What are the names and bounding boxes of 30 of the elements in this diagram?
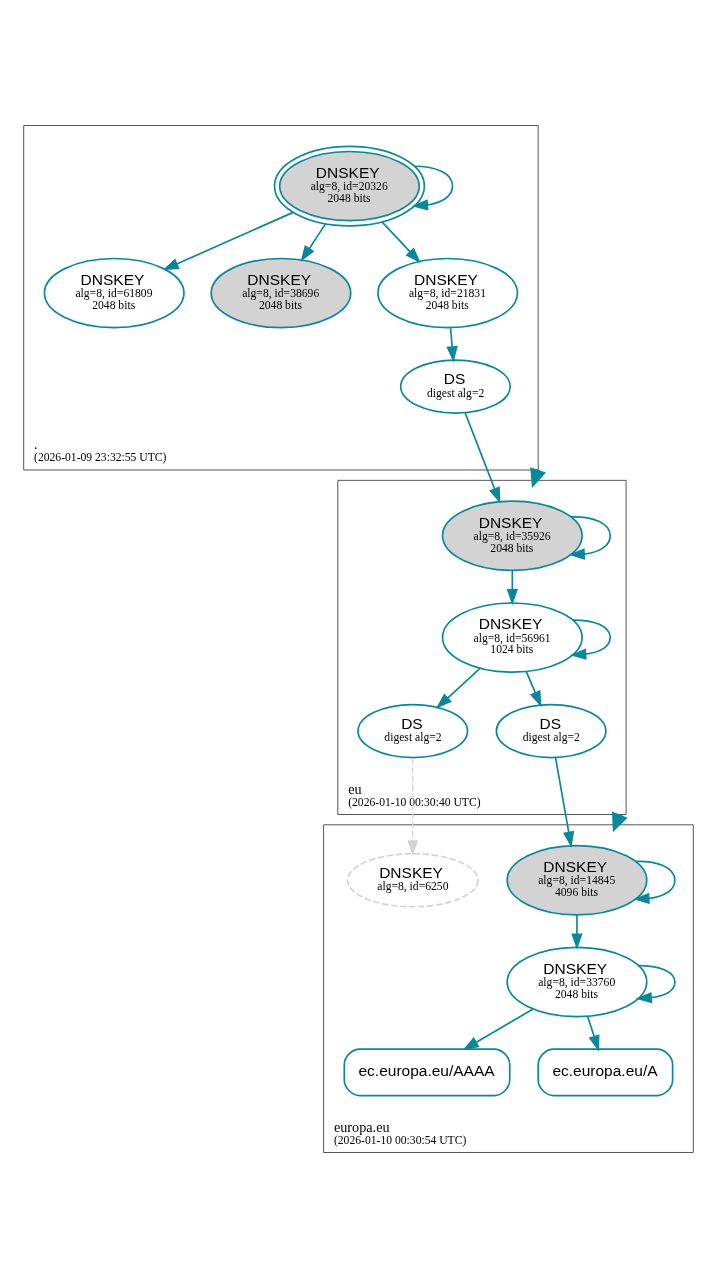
node-ellipse: DS digest alg=2 — [357, 703, 469, 759]
node-ellipse: DNSKEY alg=8, id=33760 2048 bits — [506, 946, 648, 1018]
arrow — [568, 516, 612, 560]
arrow — [462, 1008, 534, 1051]
arrow — [554, 756, 575, 848]
arrow — [570, 619, 612, 660]
node-box: ec.europa.eu/A — [537, 1048, 674, 1097]
arrow — [571, 914, 583, 950]
node-ellipse: DNSKEY alg=8, id=21831 2048 bits — [377, 257, 519, 329]
node-ellipse: DNSKEY alg=8, id=20326 2048 bits — [273, 145, 426, 227]
node-ellipse: DNSKEY alg=8, id=56961 1024 bits — [441, 602, 583, 673]
arrow — [381, 221, 421, 264]
arrow — [446, 327, 458, 363]
node-ellipse: DNSKEY alg=8, id=6250 — [346, 852, 479, 908]
node-box: ec.europa.eu/AAAA — [343, 1048, 511, 1097]
node-ellipse: DNSKEY alg=8, id=35926 2048 bits — [441, 500, 583, 572]
arrow — [635, 964, 676, 1004]
node-ellipse: DS digest alg=2 — [495, 703, 607, 759]
arrow — [464, 411, 501, 504]
arrow — [300, 223, 327, 262]
node-ellipse: DNSKEY alg=8, id=38696 2048 bits — [210, 257, 352, 329]
arrow — [162, 211, 294, 271]
arrow — [411, 165, 454, 211]
arrow — [407, 757, 419, 856]
arrow — [436, 667, 481, 709]
arrow — [633, 860, 676, 905]
arrow — [586, 1015, 600, 1052]
arrow — [506, 569, 519, 606]
arrow — [525, 670, 542, 708]
node-ellipse: DS digest alg=2 — [399, 359, 512, 414]
